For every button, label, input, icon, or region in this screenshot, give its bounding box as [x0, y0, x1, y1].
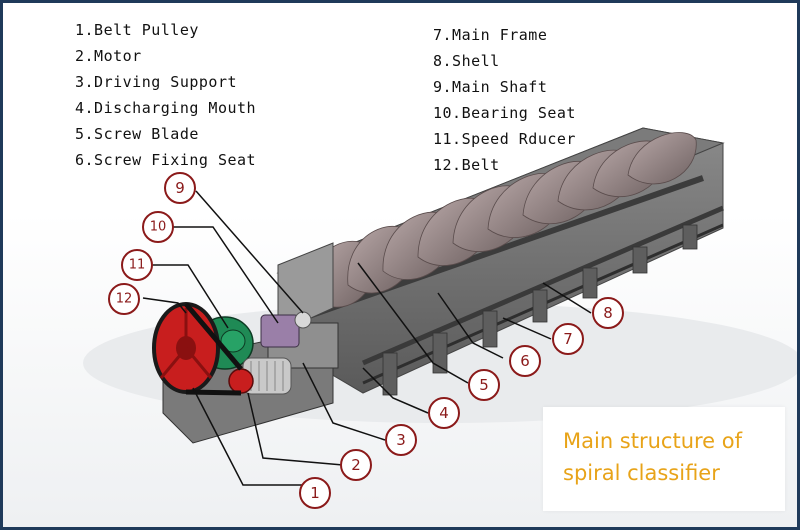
marker-10: 10	[142, 211, 174, 243]
caption-line-2: spiral classifier	[563, 461, 720, 485]
marker-12: 12	[108, 283, 140, 315]
shaft-end	[294, 311, 312, 329]
svg-text:11: 11	[129, 258, 146, 273]
marker-7: 7	[552, 323, 584, 355]
marker-3: 3	[385, 424, 417, 456]
legend-item-motor: 2.Motor	[75, 47, 142, 65]
svg-text:12: 12	[116, 292, 133, 307]
svg-text:9: 9	[175, 179, 185, 197]
svg-text:5: 5	[479, 376, 489, 394]
main-frame-rail	[362, 205, 724, 366]
marker-11: 11	[121, 249, 153, 281]
marker-4: 4	[428, 397, 460, 429]
svg-text:2: 2	[351, 456, 361, 474]
legend-item-belt: 12.Belt	[433, 156, 500, 174]
legend-item-main-frame: 7.Main Frame	[433, 26, 548, 44]
svg-text:10: 10	[150, 220, 167, 235]
marker-6: 6	[509, 345, 541, 377]
marker-5: 5	[468, 369, 500, 401]
legend-item-belt-pulley: 1.Belt Pulley	[75, 21, 199, 39]
svg-text:4: 4	[439, 404, 449, 422]
frame-legs	[382, 224, 698, 396]
legend-item-screw-fixing-seat: 6.Screw Fixing Seat	[75, 151, 257, 169]
legend-item-main-shaft: 9.Main Shaft	[433, 78, 548, 96]
leader-lines	[142, 190, 592, 486]
legend-right: 7.Main Frame 8.Shell 9.Main Shaft 10.Bea…	[433, 22, 576, 178]
marker-1: 1	[299, 477, 331, 509]
svg-text:3: 3	[396, 431, 406, 449]
speed-reducer-cap	[220, 329, 246, 353]
motor-pulley	[228, 368, 254, 394]
svg-text:8: 8	[603, 304, 613, 322]
legend-left: 1.Belt Pulley 2.Motor 3.Driving Support …	[75, 17, 256, 173]
svg-text:7: 7	[563, 330, 573, 348]
legend-item-driving-support: 3.Driving Support	[75, 73, 238, 91]
legend-item-shell: 8.Shell	[433, 52, 500, 70]
legend-item-screw-blade: 5.Screw Blade	[75, 125, 199, 143]
caption-line-1: Main structure of	[563, 429, 743, 453]
bearing-seat	[260, 314, 300, 348]
discharging-mouth	[277, 242, 334, 334]
main-shaft	[302, 175, 704, 321]
svg-text:6: 6	[520, 352, 530, 370]
legend-item-bearing-seat: 10.Bearing Seat	[433, 104, 576, 122]
marker-9: 9	[164, 172, 196, 204]
marker-8: 8	[592, 297, 624, 329]
legend-item-discharging-mouth: 4.Discharging Mouth	[75, 99, 257, 117]
legend-item-speed-reducer: 11.Speed Rducer	[433, 130, 576, 148]
marker-2: 2	[340, 449, 372, 481]
svg-text:1: 1	[310, 484, 320, 502]
caption-box: Main structure of spiral classifier	[543, 407, 785, 511]
machine-illustration: 1 2 3 4 5 6 7 8 9 10 11 12	[83, 127, 797, 509]
belt-pulley-spokes	[159, 308, 213, 379]
